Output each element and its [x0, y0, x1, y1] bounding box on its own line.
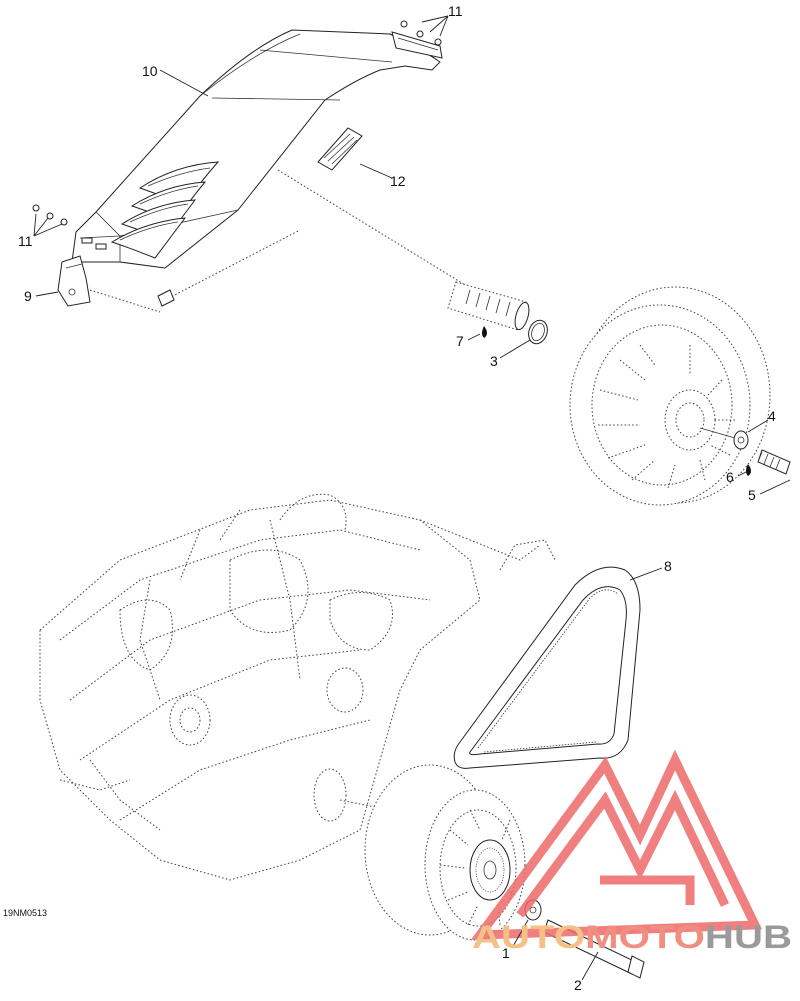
watermark-hub: HUB	[705, 919, 792, 955]
warning-label	[317, 127, 363, 171]
ring	[528, 319, 548, 345]
nuts-left	[32, 204, 68, 226]
callout-12: 12	[390, 173, 406, 189]
callout-3: 3	[490, 353, 498, 369]
grease-icon	[482, 326, 487, 338]
callout-10: 10	[142, 63, 158, 79]
callout-1: 1	[502, 945, 510, 961]
watermark-moto: MOTO	[585, 919, 705, 955]
callout-7: 7	[456, 333, 464, 349]
nuts-top	[400, 20, 442, 46]
callout-numbers: 11 10 12 11 9 7 3 4 6 5 8 1 2	[18, 3, 776, 993]
callout-2: 2	[574, 977, 582, 993]
cvt-cover	[71, 29, 471, 301]
callout-4: 4	[768, 408, 776, 424]
drive-shaft	[447, 281, 548, 345]
drawing-number: 19NM0513	[3, 908, 47, 918]
drive-pulley	[364, 764, 645, 979]
watermark-logo	[470, 749, 763, 940]
callout-6: 6	[726, 469, 734, 485]
leader-lines	[33, 15, 791, 981]
watermark-auto: AUTO	[472, 919, 585, 955]
engine	[39, 493, 556, 881]
callout-9: 9	[24, 288, 32, 304]
vent-4	[110, 217, 187, 259]
grease-icon-2	[746, 464, 751, 476]
driven-pulley	[569, 286, 791, 506]
callout-5: 5	[748, 487, 756, 503]
callout-11-left: 11	[18, 233, 33, 249]
callout-8: 8	[664, 558, 672, 574]
bolt-upper	[757, 449, 791, 475]
cover-bracket	[57, 255, 175, 313]
washer	[733, 430, 749, 450]
callout-11-top: 11	[448, 3, 463, 19]
drive-belt	[453, 566, 641, 769]
